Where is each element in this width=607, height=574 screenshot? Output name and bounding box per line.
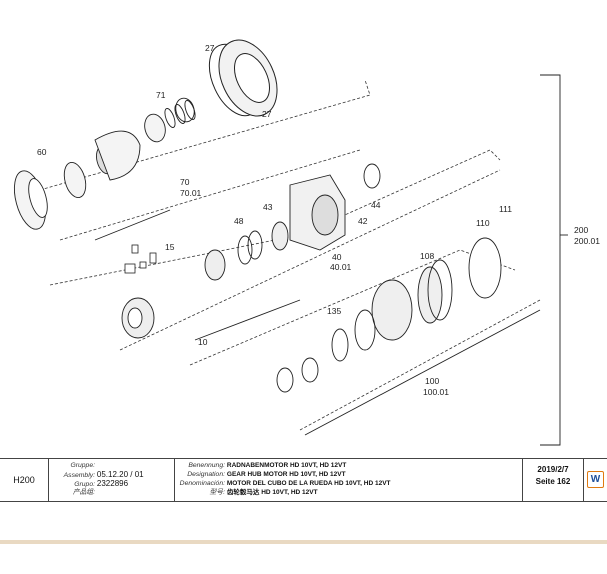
grupo-value: 2322896 — [96, 479, 129, 488]
callout-100: 100 — [425, 376, 439, 386]
callout-60: 60 — [37, 147, 47, 157]
callout-70-01: 70.01 — [180, 188, 202, 198]
callout-43: 43 — [263, 202, 273, 212]
desc-de: RADNABENMOTOR HD 10VT, HD 12VT — [226, 462, 347, 469]
callout-100-01: 100.01 — [423, 387, 449, 397]
desc-en: GEAR HUB MOTOR HD 10VT, HD 12VT — [226, 471, 346, 478]
callout-200: 200 — [574, 225, 588, 235]
callout-70: 70 — [180, 177, 190, 187]
callout-15: 15 — [165, 242, 175, 252]
callout-110: 110 — [476, 218, 490, 228]
exploded-parts-diagram: 27 27 71 60 70 70.01 15 48 43 44 42 40 4… — [13, 39, 600, 446]
assembly-cell: Gruppe: Assembly: 05.12.20 / 01 Grupo: 2… — [48, 459, 174, 501]
desc-cn: 齿轮毂马达 HD 10VT, HD 12VT — [226, 489, 318, 496]
section-code: H200 — [13, 475, 35, 485]
release-date: 2019/2/7 — [537, 465, 569, 474]
callout-48: 48 — [234, 216, 244, 226]
designation-label: Designation: — [187, 471, 225, 478]
desc-es: MOTOR DEL CUBO DE LA RUEDA HD 10VT, HD 1… — [226, 480, 391, 487]
footer-divider — [0, 540, 607, 544]
callout-135: 135 — [327, 306, 341, 316]
callout-44: 44 — [371, 200, 381, 210]
callout-10: 10 — [198, 337, 208, 347]
denominacion-label: Denominación: — [179, 480, 225, 487]
callout-27-bottom: 27 — [262, 109, 272, 119]
callout-71: 71 — [156, 90, 166, 100]
logo-letter: W — [590, 474, 601, 485]
assembly-value: 05.12.20 / 01 — [96, 470, 144, 479]
page-number: Seite 162 — [535, 477, 571, 486]
benennung-label: Benennung: — [188, 462, 225, 469]
callout-108: 108 — [420, 251, 434, 261]
logo-cell — [583, 459, 607, 501]
title-block: H200 Gruppe: Assembly: 05.12.20 / 01 Gru… — [0, 458, 607, 502]
callout-200-01: 200.01 — [574, 236, 600, 246]
cn-model-label: 型号: — [209, 489, 225, 496]
callout-42: 42 — [358, 216, 368, 226]
gruppe-label: Gruppe: — [70, 462, 95, 469]
designation-cell: Benennung: RADNABENMOTOR HD 10VT, HD 12V… — [174, 459, 522, 501]
date-cell: 2019/2/7 Seite 162 — [522, 459, 583, 501]
callout-40-01: 40.01 — [330, 262, 352, 272]
grupo-label: Grupo: — [74, 481, 95, 488]
cn-group-label: 产品组: — [72, 489, 95, 496]
brand-logo: W — [587, 471, 604, 488]
callout-27-top: 27 — [205, 43, 215, 53]
callout-40: 40 — [332, 252, 342, 262]
assembly-label: Assembly: — [63, 472, 95, 479]
callout-111: 111 — [499, 204, 512, 214]
